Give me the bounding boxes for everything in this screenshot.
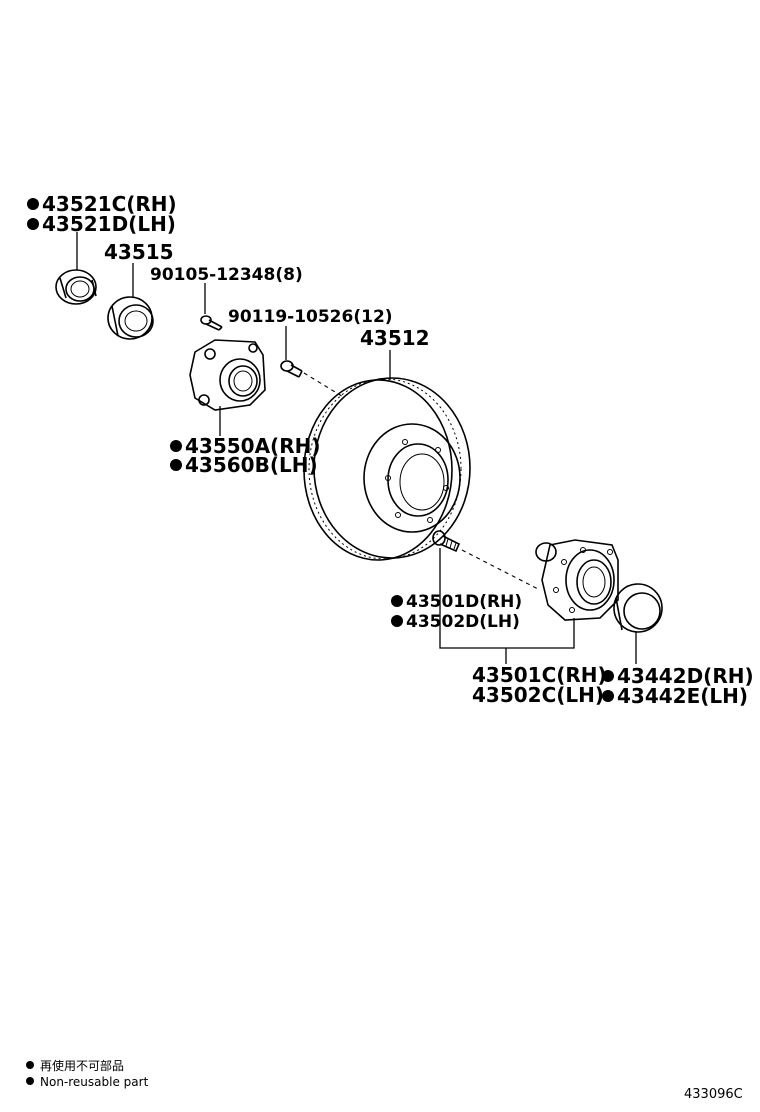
label-43550: 43550A(RH) 43560B(LH): [170, 434, 320, 477]
non-reusable-dot: [391, 615, 403, 627]
seal-43442: [613, 583, 663, 633]
label-43501d: 43501D(RH) 43502D(LH): [391, 592, 522, 632]
oil-seal-43521: [55, 269, 97, 305]
label-43501c: 43501C(RH) 43502C(LH): [472, 663, 607, 707]
non-reusable-dot: [602, 690, 614, 702]
legend: 再使用不可部品 Non-reusable part: [26, 1058, 149, 1089]
label-43442: 43442D(RH) 43442E(LH): [602, 664, 754, 708]
legend-dot: [26, 1077, 34, 1085]
axle-hub-43501c: [535, 539, 619, 621]
leader-hub-bracket: [439, 600, 575, 649]
non-reusable-dot: [391, 595, 403, 607]
bearing-43515: [107, 296, 154, 340]
non-reusable-dot: [170, 459, 182, 471]
label-43502c-lh: 43502C(LH): [472, 683, 604, 707]
label-43515: 43515: [104, 240, 174, 264]
legend-line-jp: 再使用不可部品: [40, 1058, 124, 1073]
hub-flange-43550: [189, 339, 266, 411]
brake-disc-43512: [303, 377, 471, 561]
label-43521-rh: 43521C(RH): [42, 192, 177, 216]
legend-dot: [26, 1061, 34, 1069]
label-43501c-rh: 43501C(RH): [472, 663, 607, 687]
non-reusable-dot: [27, 218, 39, 230]
label-43521: 43521C(RH) 43521D(LH): [27, 192, 177, 236]
label-43550-rh: 43550A(RH): [185, 434, 320, 458]
bolt-90105: [200, 315, 223, 331]
label-43442e-lh: 43442E(LH): [617, 684, 748, 708]
label-43560-lh: 43560B(LH): [185, 453, 318, 477]
label-43521-lh: 43521D(LH): [42, 212, 176, 236]
bolt-90119: [280, 360, 303, 378]
legend-line-en: Non-reusable part: [40, 1075, 149, 1089]
non-reusable-dot: [602, 670, 614, 682]
non-reusable-dot: [27, 198, 39, 210]
hub-bolt-43501d: [432, 530, 461, 553]
label-43501d-rh: 43501D(RH): [406, 592, 522, 612]
label-43512: 43512: [360, 326, 430, 350]
label-90105: 90105-12348(8): [150, 265, 303, 285]
label-43442d-rh: 43442D(RH): [617, 664, 754, 688]
diagram-code: 433096C: [684, 1087, 743, 1102]
label-90119: 90119-10526(12): [228, 307, 393, 327]
label-43502d-lh: 43502D(LH): [406, 612, 520, 632]
non-reusable-dot: [170, 440, 182, 452]
dash-hubbolt-to-hub: [461, 549, 541, 591]
